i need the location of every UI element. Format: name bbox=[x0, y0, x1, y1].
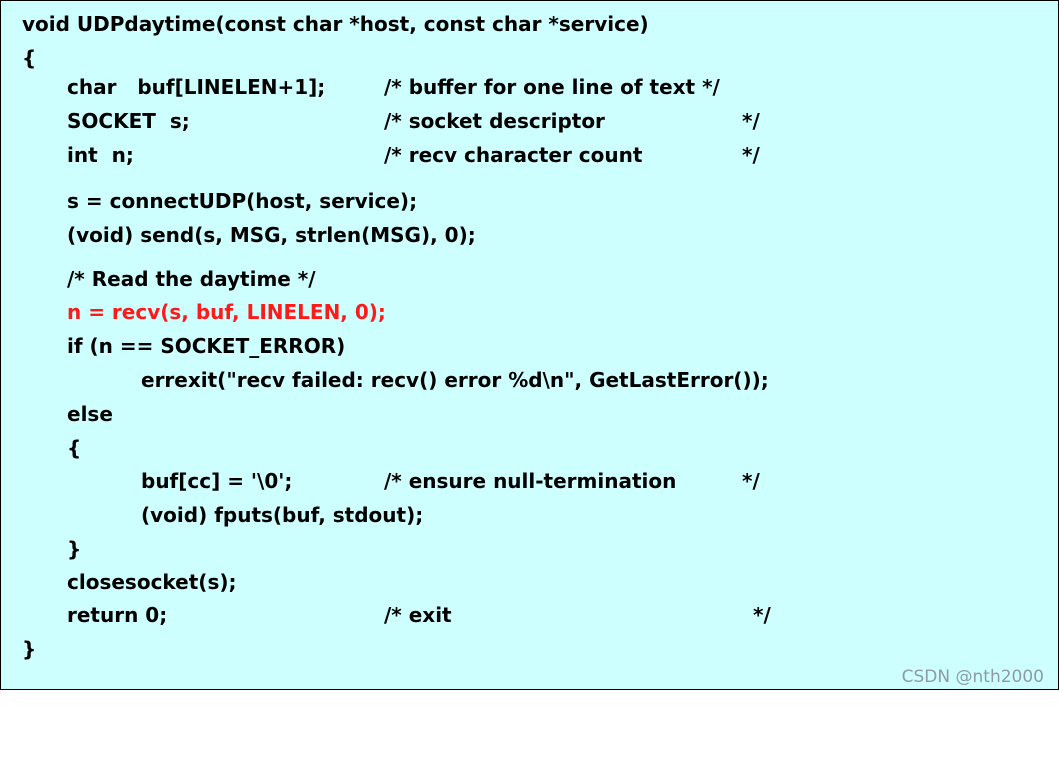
decl-socket-comment-end: */ bbox=[742, 109, 760, 133]
decl-n: int n; bbox=[67, 143, 134, 167]
code-line-null-term: buf[cc] = '\0'; /* ensure null-terminati… bbox=[1, 464, 760, 498]
close-brace: } bbox=[22, 637, 37, 661]
decl-buf-comment: /* buffer for one line of text */ bbox=[384, 75, 720, 99]
connect-call: s = connectUDP(host, service); bbox=[67, 189, 418, 213]
return-statement: return 0; bbox=[67, 603, 168, 627]
if-check: if (n == SOCKET_ERROR) bbox=[67, 334, 346, 358]
code-line-inner-open: { bbox=[1, 431, 81, 465]
code-line-send: (void) send(s, MSG, strlen(MSG), 0); bbox=[1, 218, 476, 252]
code-line-signature: void UDPdaytime(const char *host, const … bbox=[1, 7, 649, 41]
code-line-connect: s = connectUDP(host, service); bbox=[1, 184, 417, 218]
code-line-if: if (n == SOCKET_ERROR) bbox=[1, 329, 345, 363]
code-panel: void UDPdaytime(const char *host, const … bbox=[0, 0, 1059, 690]
null-term-comment: /* ensure null-termination bbox=[384, 469, 677, 493]
code-line-fputs: (void) fputs(buf, stdout); bbox=[1, 498, 423, 532]
code-line-decl-buf: char buf[LINELEN+1]; /* buffer for one l… bbox=[1, 70, 720, 104]
code-line-closesocket: closesocket(s); bbox=[1, 565, 237, 599]
fputs-call: (void) fputs(buf, stdout); bbox=[141, 503, 424, 527]
code-line-decl-socket: SOCKET s; /* socket descriptor */ bbox=[1, 104, 760, 138]
open-brace: { bbox=[22, 46, 37, 70]
read-comment: /* Read the daytime */ bbox=[67, 267, 316, 291]
code-line-recv-highlighted: n = recv(s, buf, LINELEN, 0); bbox=[1, 295, 386, 329]
decl-socket: SOCKET s; bbox=[67, 109, 190, 133]
closesocket-call: closesocket(s); bbox=[67, 570, 237, 594]
decl-n-comment: /* recv character count bbox=[384, 143, 643, 167]
code-line-return: return 0; /* exit */ bbox=[1, 598, 771, 632]
code-line-open-brace: { bbox=[1, 41, 36, 75]
else-keyword: else bbox=[67, 402, 113, 426]
decl-n-comment-end: */ bbox=[742, 143, 760, 167]
inner-open-brace: { bbox=[67, 436, 82, 460]
function-signature: void UDPdaytime(const char *host, const … bbox=[22, 12, 649, 36]
code-line-close-brace: } bbox=[1, 632, 36, 666]
decl-socket-comment: /* socket descriptor bbox=[384, 109, 605, 133]
return-comment-end: */ bbox=[753, 603, 771, 627]
errexit-call: errexit("recv failed: recv() error %d\n"… bbox=[141, 368, 769, 392]
send-call: (void) send(s, MSG, strlen(MSG), 0); bbox=[67, 223, 476, 247]
code-line-decl-n: int n; /* recv character count */ bbox=[1, 138, 760, 172]
code-line-errexit: errexit("recv failed: recv() error %d\n"… bbox=[1, 363, 769, 397]
null-term-comment-end: */ bbox=[742, 469, 760, 493]
code-line-inner-close: } bbox=[1, 532, 81, 566]
decl-buf: char buf[LINELEN+1]; bbox=[67, 75, 326, 99]
recv-call: n = recv(s, buf, LINELEN, 0); bbox=[67, 300, 386, 324]
inner-close-brace: } bbox=[67, 537, 82, 561]
code-line-read-comment: /* Read the daytime */ bbox=[1, 262, 316, 296]
watermark: CSDN @nth2000 bbox=[901, 667, 1044, 687]
null-termination: buf[cc] = '\0'; bbox=[141, 469, 293, 493]
return-comment: /* exit bbox=[384, 603, 452, 627]
code-line-else: else bbox=[1, 397, 113, 431]
